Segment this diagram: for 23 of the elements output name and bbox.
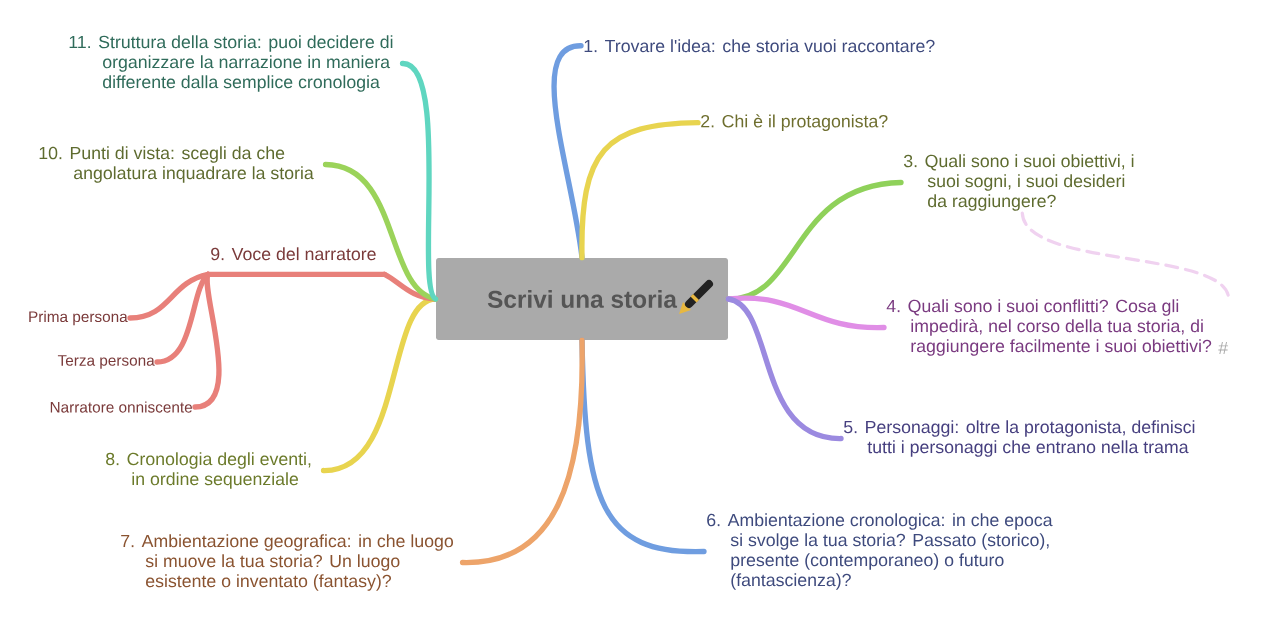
branch-line — [579, 119, 701, 261]
branch-line — [459, 337, 585, 566]
subtopic-text: Narratore onniscente — [50, 401, 192, 413]
link-marker: # — [1218, 341, 1229, 354]
topic-text: 1. Trovare l'idea: che storia vuoi raccontare? — [584, 39, 935, 53]
topic-text: 11. Struttura della storia: puoi decidere di organizzare la narrazione in maniera differente dalla semplice cronologia — [69, 35, 393, 92]
topic-text: 3. Quali sono i suoi obiettivi, i suoi sogni, i suoi desideri da raggiungere? — [903, 154, 1134, 211]
central-topic-box: Scrivi una storia — [436, 258, 728, 340]
subtopic-text: Prima persona — [29, 310, 128, 326]
dashed-connector — [1020, 211, 1231, 299]
topic-text: 7. Ambientazione geografica: in che luogo si muove la tua storia? Un luogo esistente o inventato (fantasy)? — [121, 534, 453, 591]
topic-text: 5. Personaggi: oltre la protagonista, definisci tutti i personaggi che entrano nella trama — [844, 420, 1195, 457]
topic-text: 6. Ambientazione cronologica: in che epoca si svolge la tua storia? Passato (storico), presente (contemporaneo) o futuro (fantascienza)? — [707, 513, 1053, 590]
branch-line — [399, 60, 439, 302]
branch-line — [725, 179, 904, 302]
topic-text: 2. Chi è il protagonista? — [701, 114, 888, 131]
topic-text: 9. Voce del narratore — [205, 247, 388, 278]
subtopic-text: Terza persona — [57, 355, 155, 369]
branch-line — [154, 271, 211, 365]
topic-text: 4. Quali sono i suoi conflitti? Cosa gli impedirà, nel corso della tua storia, di raggiungere facilmente i suoi obiettivi? — [886, 299, 1212, 356]
topic-text: 8. Cronologia degli eventi, in ordine sequenziale — [106, 452, 311, 489]
topic-text: 10. Punti di vista: scegli da che angolatura inquadrare la storia — [39, 146, 314, 183]
branch-line — [725, 296, 844, 442]
